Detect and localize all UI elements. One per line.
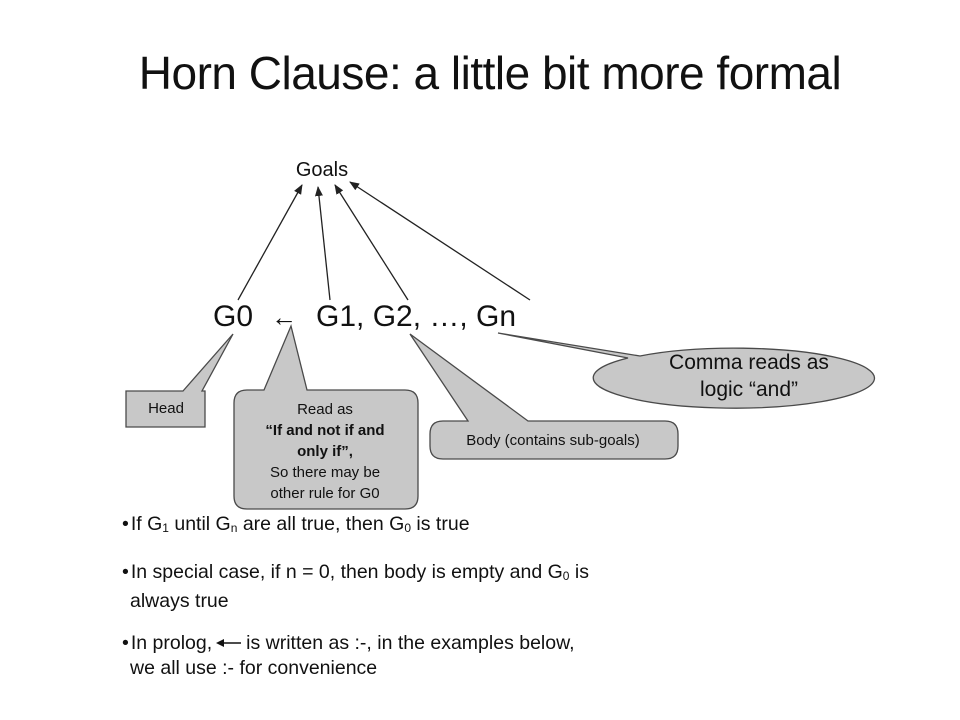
clause-arrow-icon: ← [271,302,297,332]
arrow-gn-to-goals [349,181,531,301]
read-as-line2: “If and not if and [265,422,384,439]
slide-title: Horn Clause: a little bit more formal [138,47,842,99]
clause-body: G1, G2, …, Gn [316,300,516,333]
arrow-g2-to-goals [334,184,409,301]
left-arrow-icon [216,639,242,647]
comma-callout-line2: logic “and” [700,378,798,401]
bullet-2: •In special case, if n = 0, then body is… [122,561,589,612]
bullet-mark: • [122,632,129,654]
body-callout-text: Body (contains sub-goals) [466,432,639,449]
goals-label: Goals [296,159,348,181]
bullet-mark: • [122,561,129,583]
head-callout-text: Head [148,400,184,417]
comma-callout-shape [497,332,876,409]
bullet-1: •If G1 until Gn are all true, then G0 is… [122,513,470,535]
read-as-line5: other rule for G0 [270,485,379,502]
read-as-callout-shape [233,323,419,510]
comma-callout-line1: Comma reads as [669,351,829,374]
body-callout-shape [409,333,679,460]
arrow-g1-to-goals [314,186,331,301]
bullet-mark: • [122,513,129,535]
arrow-head-to-goals [237,184,303,301]
read-as-line1: Read as [297,401,353,418]
bullet-3: •In prolog,is written as :-, in the exam… [122,632,575,679]
head-callout-shape [125,333,234,428]
read-as-line4: So there may be [270,464,380,481]
clause-head: G0 [213,300,253,333]
read-as-line3: only if”, [297,443,353,460]
